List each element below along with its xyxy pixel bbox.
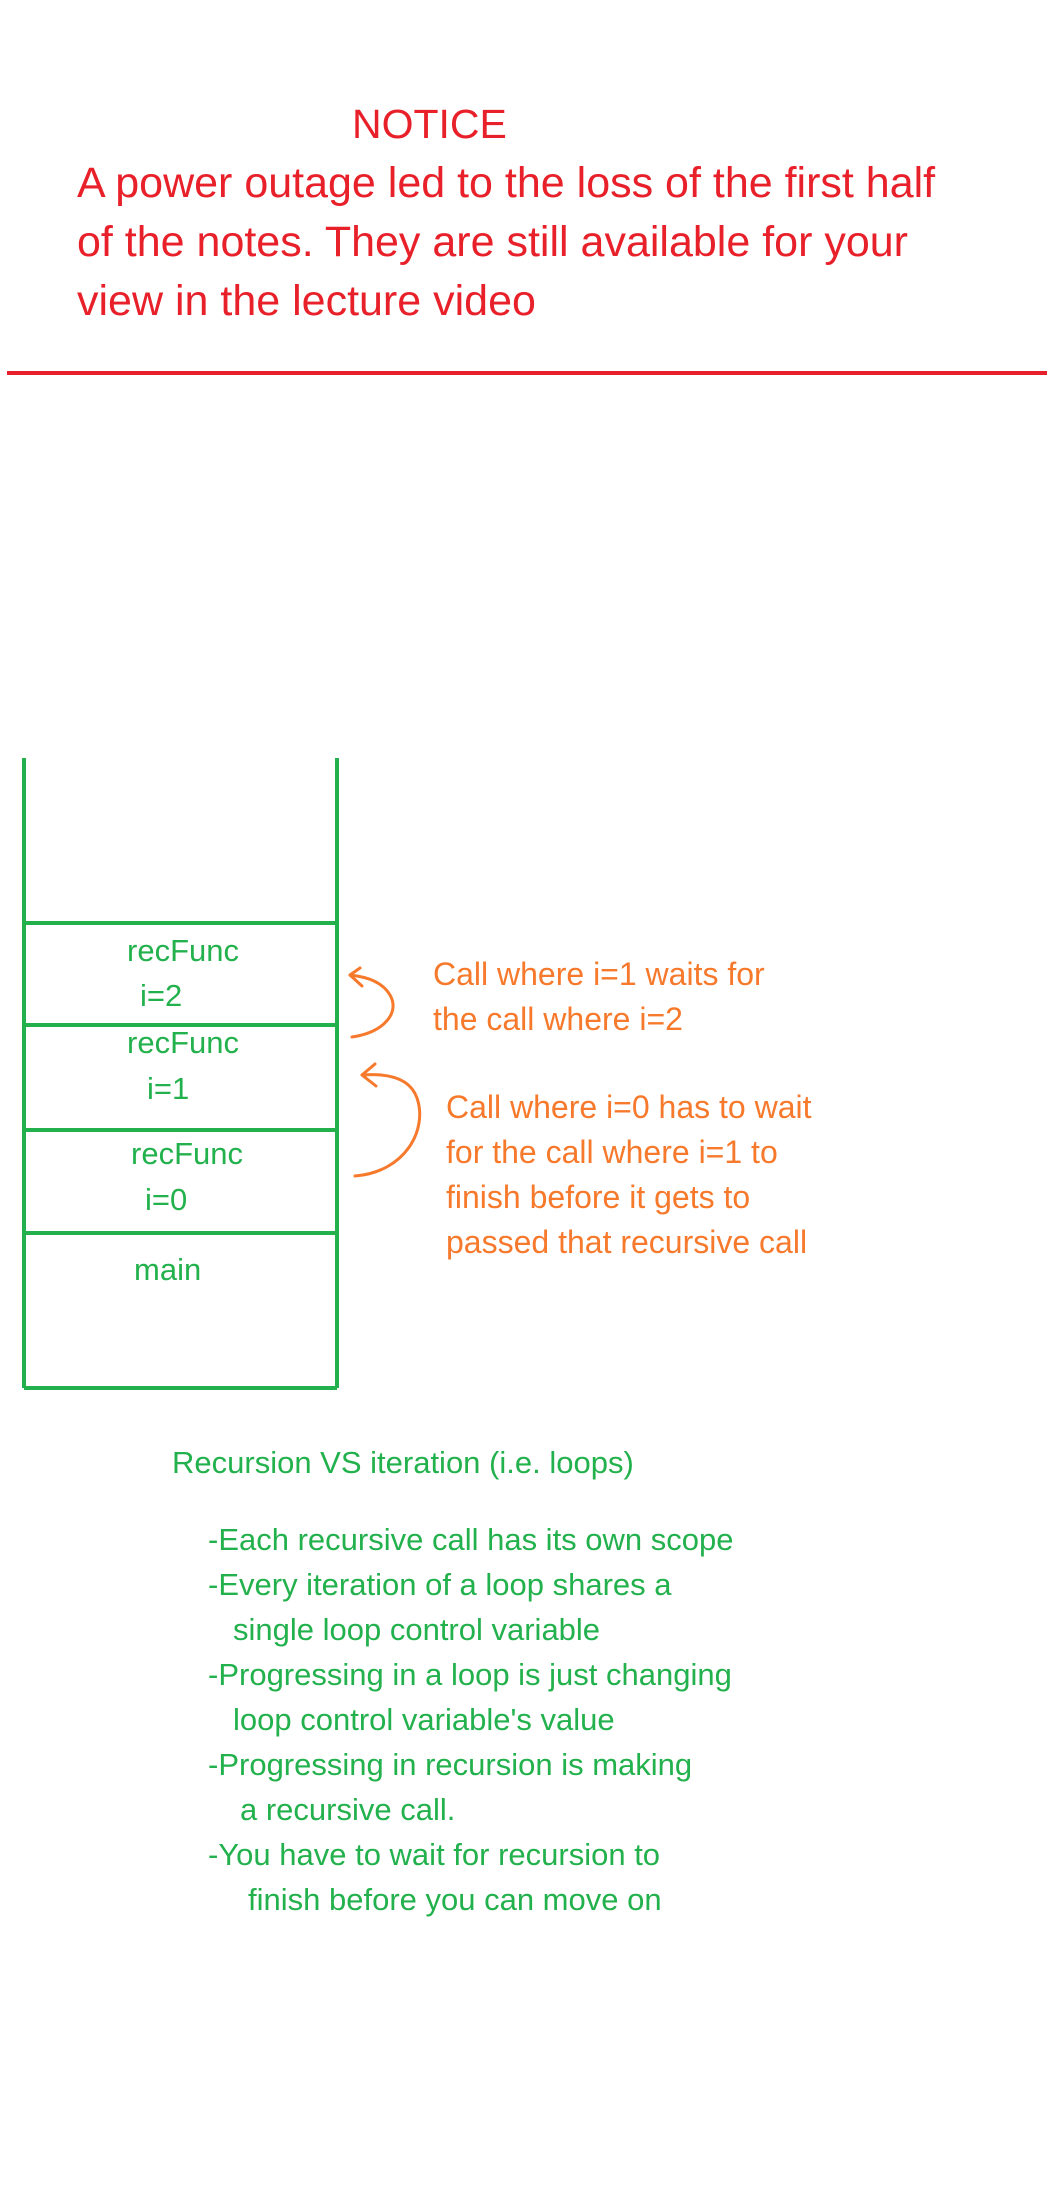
frame-var: i=1 <box>147 1071 190 1106</box>
frame-name: recFunc <box>127 933 239 968</box>
comparison-line: -You have to wait for recursion to <box>208 1837 661 1872</box>
frame-name: recFunc <box>131 1136 243 1171</box>
arrow-head-i0-to-i1 <box>360 1062 378 1088</box>
comparison-line: finish before you can move on <box>248 1882 662 1917</box>
notice-line: view in the lecture video <box>77 277 536 325</box>
annotation-line: the call where i=2 <box>433 1001 683 1037</box>
notice-line: of the notes. They are still available f… <box>77 218 908 266</box>
notice-line: A power outage led to the loss of the fi… <box>77 159 936 207</box>
annotation-line: Call where i=1 waits for <box>433 956 765 992</box>
call-stack <box>22 758 339 1390</box>
notice-title: NOTICE <box>352 101 507 147</box>
comparison-line: single loop control variable <box>233 1612 601 1647</box>
annotation-line: Call where i=0 has to wait <box>446 1089 812 1125</box>
arrow-i0-to-i1 <box>353 1073 422 1178</box>
comparison-line: -Progressing in recursion is making <box>208 1747 693 1782</box>
annotation-line: passed that recursive call <box>446 1224 808 1260</box>
arrow-head-i1-to-i2 <box>348 966 364 988</box>
comparison-line: -Each recursive call has its own scope <box>208 1522 734 1557</box>
comparison-heading: Recursion VS iteration (i.e. loops) <box>172 1445 634 1480</box>
comparison-line: -Every iteration of a loop shares a <box>208 1567 672 1602</box>
comparison-line: -Progressing in a loop is just changing <box>208 1657 732 1692</box>
annotation-line: for the call where i=1 to <box>446 1134 778 1170</box>
comparison-line: loop control variable's value <box>233 1702 615 1737</box>
arrow-i1-to-i2 <box>348 973 395 1039</box>
comparison-line: a recursive call. <box>240 1792 456 1827</box>
frame-name: main <box>134 1252 202 1287</box>
frame-name: recFunc <box>127 1025 239 1060</box>
frame-var: i=0 <box>145 1182 188 1217</box>
frame-var: i=2 <box>140 978 183 1013</box>
annotation-line: finish before it gets to <box>446 1179 751 1215</box>
wait-arrows <box>348 966 422 1178</box>
